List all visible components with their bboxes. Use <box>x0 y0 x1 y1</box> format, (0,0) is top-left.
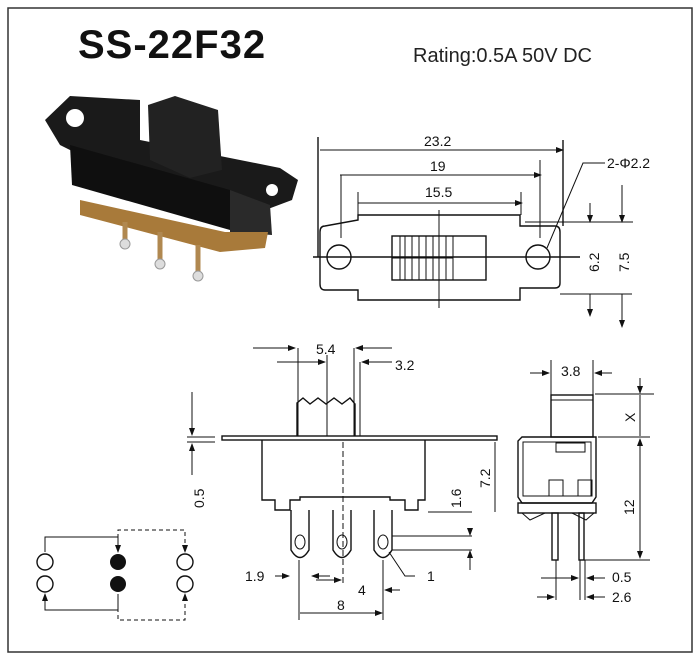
product-title: SS-22F32 <box>78 23 266 67</box>
dim-1-6: 1.6 <box>448 488 464 508</box>
page-border <box>7 7 693 653</box>
dim-overall-width: 23.2 <box>424 133 451 149</box>
circuit-schematic <box>36 529 194 621</box>
dim-0-5-pin: 0.5 <box>612 569 632 585</box>
front-view-drawing <box>187 345 498 620</box>
dim-1-9: 1.9 <box>245 568 265 584</box>
top-view-drawing <box>313 137 633 328</box>
dim-1: 1 <box>427 568 435 584</box>
dim-0-5-plate: 0.5 <box>191 488 207 508</box>
dim-5-4: 5.4 <box>316 341 336 357</box>
dim-height-7-5: 7.5 <box>616 252 632 272</box>
rating-text: Rating:0.5A 50V DC <box>413 45 592 67</box>
side-view-drawing <box>517 360 654 600</box>
dim-12: 12 <box>621 499 637 515</box>
dim-8: 8 <box>337 597 345 613</box>
dim-height-6-2: 6.2 <box>586 252 602 272</box>
dim-4: 4 <box>358 582 366 598</box>
dim-hole-spacing: 19 <box>430 158 446 174</box>
switch-photo <box>45 96 298 282</box>
dim-x: X <box>622 412 638 422</box>
dim-hole-diameter: 2-Φ2.2 <box>607 155 650 171</box>
dim-slot-length: 15.5 <box>425 184 452 200</box>
dim-3-2: 3.2 <box>395 357 415 373</box>
dim-2-6: 2.6 <box>612 589 632 605</box>
dim-3-8: 3.8 <box>561 363 581 379</box>
dim-7-2: 7.2 <box>477 468 493 488</box>
